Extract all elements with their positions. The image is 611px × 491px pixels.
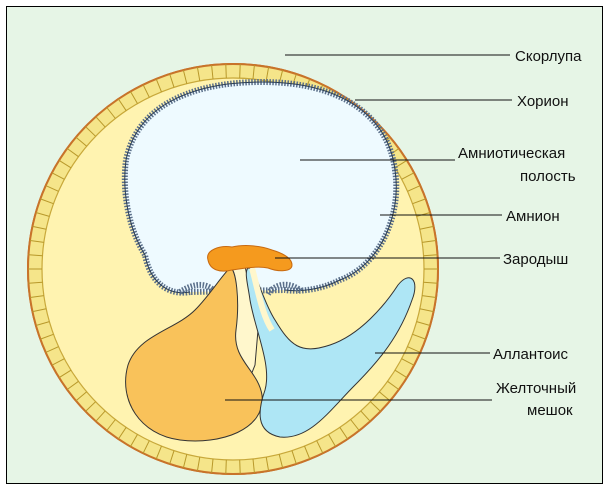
label-embryo: Зародыш — [503, 251, 568, 268]
label-amniotic-cavity-2: полость — [520, 168, 576, 185]
label-shell: Скорлупа — [515, 48, 582, 65]
chorion-cell-divider — [240, 460, 241, 474]
chorion-cell-divider — [240, 64, 241, 78]
label-yolk-sac-2: мешок — [527, 402, 573, 419]
label-allantois: Аллантоис — [493, 346, 569, 363]
label-yolk-sac-1: Желточный — [496, 380, 576, 397]
label-chorion: Хорион — [517, 93, 569, 110]
label-amnion: Амнион — [506, 208, 560, 225]
chorion-cell-divider — [226, 64, 227, 78]
label-amniotic-cavity-1: Амниотическая — [458, 145, 565, 162]
chorion-cell-divider — [226, 460, 227, 474]
